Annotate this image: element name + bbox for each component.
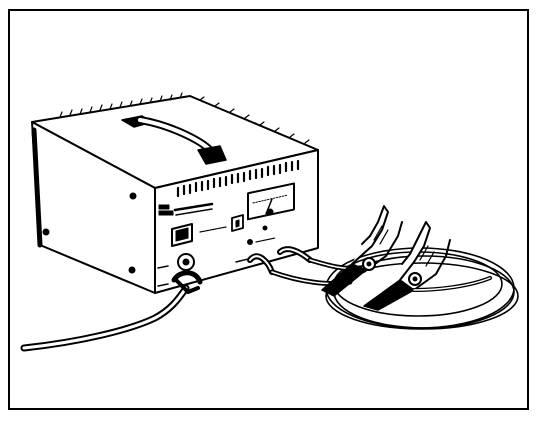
front-vents: [176, 159, 300, 198]
output-connectors: [235, 246, 313, 275]
battery-clamp-negative: [363, 221, 492, 311]
power-switch: [171, 223, 193, 247]
panel-label: [158, 202, 214, 216]
carry-handle: [121, 115, 227, 165]
ammeter: [247, 182, 295, 221]
power-cord: [20, 284, 190, 352]
fuse-socket: [199, 214, 276, 245]
cord-grommet: [157, 253, 203, 294]
battery-clamp-positive: [321, 205, 403, 297]
